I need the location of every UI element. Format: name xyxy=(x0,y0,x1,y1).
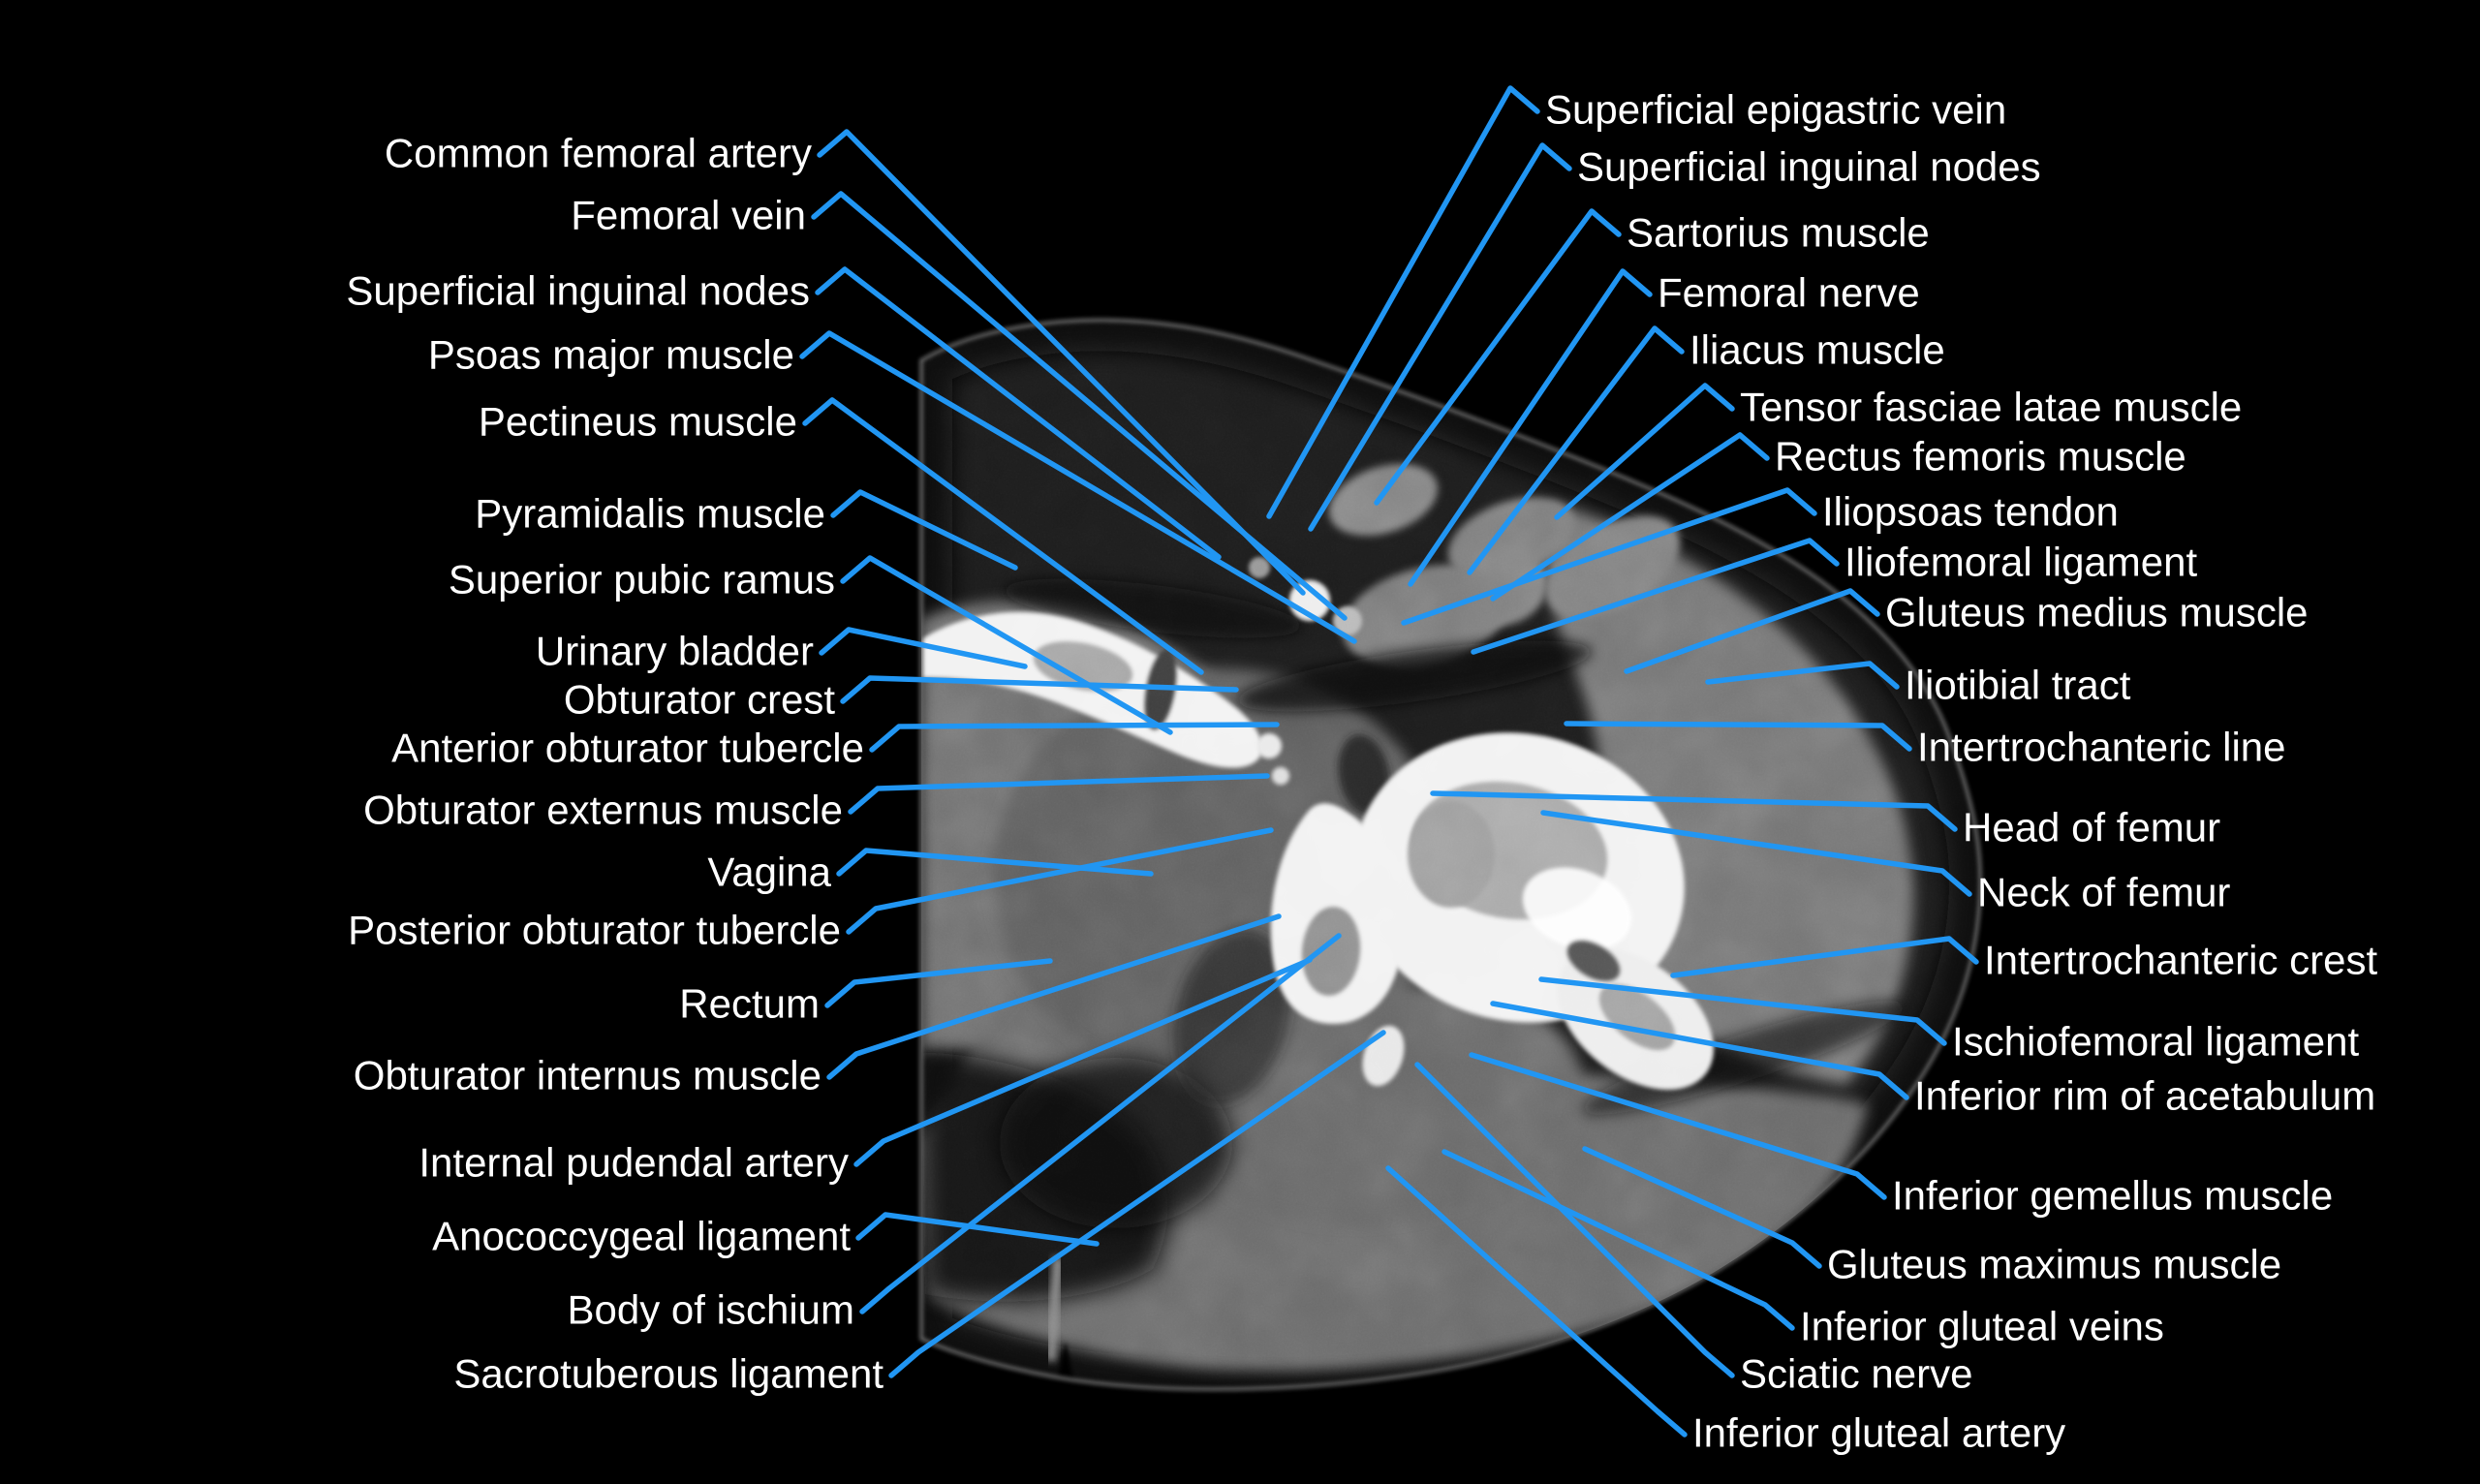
leader-line xyxy=(840,675,1239,704)
leader-line xyxy=(826,913,1282,1080)
leader-line xyxy=(830,489,1018,571)
label-text: Iliacus muscle xyxy=(1690,326,1945,372)
leader-line xyxy=(799,330,1357,644)
leader-line xyxy=(840,555,1173,735)
label-text: Internal pudendal artery xyxy=(418,1139,849,1185)
label-text: Obturator externus muscle xyxy=(363,787,843,832)
label-text: Intertrochanteric line xyxy=(1917,724,2286,769)
label-text: Sartorius muscle xyxy=(1627,209,1930,255)
leader-line xyxy=(1624,588,1880,674)
leader-line xyxy=(859,933,1342,1314)
label-text: Iliotibial tract xyxy=(1905,662,2131,707)
label-text: Iliofemoral ligament xyxy=(1844,539,2197,584)
leader-line xyxy=(1469,1052,1887,1200)
leader-line xyxy=(1540,810,1972,897)
label-text: Obturator internus muscle xyxy=(354,1052,822,1098)
label-text: Sacrotuberous ligament xyxy=(453,1350,884,1396)
label-text: Gluteus medius muscle xyxy=(1885,589,2309,634)
label-text: Superficial inguinal nodes xyxy=(1577,143,2041,189)
leader-line xyxy=(836,848,1154,877)
leader-line xyxy=(1467,325,1685,575)
label-text: Neck of femur xyxy=(1977,869,2230,914)
label-text: Anococcygeal ligament xyxy=(432,1213,851,1258)
leader-line xyxy=(817,129,1306,596)
label-text: Tensor fasciae latae muscle xyxy=(1740,384,2242,429)
leader-line xyxy=(1705,661,1900,690)
label-text: Femoral vein xyxy=(571,192,806,237)
leader-line xyxy=(869,722,1280,753)
label-text: Posterior obturator tubercle xyxy=(348,907,841,952)
leader-line xyxy=(1670,936,1979,978)
leader-line xyxy=(1554,383,1735,520)
leader-line xyxy=(1408,268,1653,587)
leader-line xyxy=(811,191,1348,621)
leader-line xyxy=(853,957,1313,1167)
leader-line xyxy=(1582,1146,1822,1269)
leader-line xyxy=(888,1030,1386,1378)
label-text: Inferior gluteal artery xyxy=(1692,1409,2065,1455)
leader-line xyxy=(819,627,1028,669)
label-text: Urinary bladder xyxy=(536,628,814,673)
label-text: Superior pubic ramus xyxy=(449,556,835,602)
label-text: Pyramidalis muscle xyxy=(475,490,825,536)
label-text: Femoral nerve xyxy=(1658,269,1920,315)
label-text: Superficial inguinal nodes xyxy=(346,267,810,313)
leader-line xyxy=(802,397,1204,675)
label-text: Body of ischium xyxy=(568,1286,854,1332)
leader-line xyxy=(824,958,1053,1008)
leader-line xyxy=(846,827,1274,935)
leader-line xyxy=(1385,1165,1688,1438)
label-text: Inferior gemellus muscle xyxy=(1892,1172,2333,1218)
leader-line xyxy=(1414,1062,1735,1378)
leader-line xyxy=(1308,142,1572,532)
leader-line xyxy=(1490,1001,1909,1100)
label-text: Rectum xyxy=(679,980,820,1026)
label-text: Anterior obturator tubercle xyxy=(391,725,864,770)
leader-line xyxy=(1374,208,1622,506)
label-text: Ischiofemoral ligament xyxy=(1952,1018,2360,1064)
leader-line xyxy=(1266,85,1540,519)
label-text: Rectus femoris muscle xyxy=(1775,433,2186,479)
leader-line xyxy=(1490,432,1770,602)
leader-line xyxy=(815,266,1222,560)
label-text: Iliopsoas tendon xyxy=(1822,488,2119,534)
leader-line xyxy=(1471,538,1840,655)
label-text: Superficial epigastric vein xyxy=(1545,86,2006,132)
label-text: Gluteus maximus muscle xyxy=(1827,1241,2281,1286)
leader-line xyxy=(855,1212,1100,1247)
leader-line xyxy=(1401,487,1817,626)
leader-line xyxy=(1430,790,1958,832)
leader-line xyxy=(848,773,1270,815)
leader-line xyxy=(1538,976,1947,1046)
label-text: Sciatic nerve xyxy=(1740,1350,1972,1396)
label-text: Intertrochanteric crest xyxy=(1984,937,2377,982)
leader-line xyxy=(1442,1149,1795,1331)
leader-lines-layer xyxy=(799,85,1979,1438)
label-text: Head of femur xyxy=(1963,804,2220,850)
label-text: Inferior gluteal veins xyxy=(1800,1303,2164,1348)
label-text: Inferior rim of acetabulum xyxy=(1914,1072,2375,1118)
label-text: Vagina xyxy=(707,849,831,894)
leader-line xyxy=(1564,721,1912,752)
label-text: Pectineus muscle xyxy=(479,398,797,444)
label-text: Common femoral artery xyxy=(385,130,812,175)
label-text: Obturator crest xyxy=(564,676,835,722)
label-text: Psoas major muscle xyxy=(428,331,794,377)
